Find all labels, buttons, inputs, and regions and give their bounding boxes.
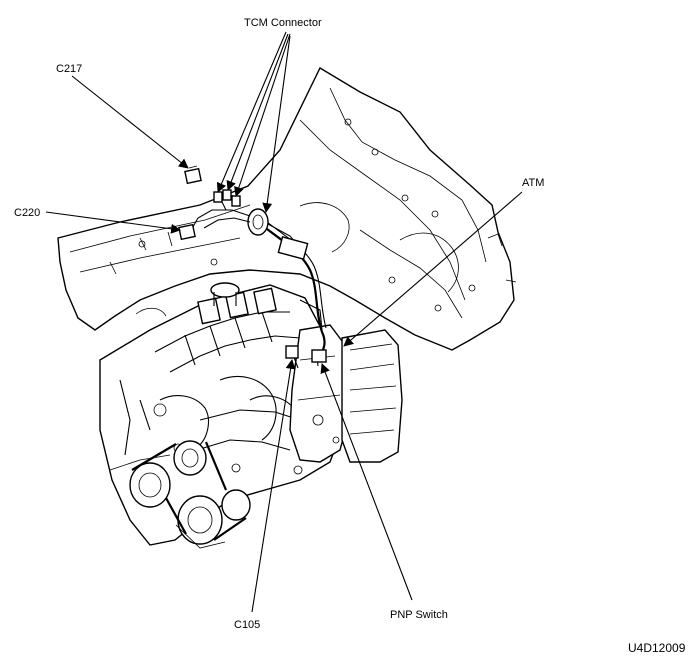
label-c105: C105 (234, 619, 260, 631)
tcm-leader-2 (226, 33, 289, 191)
c105-leader (251, 359, 296, 613)
transaxle-assembly (289, 324, 403, 463)
c217-leader (71, 75, 189, 169)
wiring-harness (189, 194, 327, 369)
pulley-belt-assembly (129, 440, 251, 549)
leader-lines (45, 31, 523, 613)
tcm-leader-4 (262, 35, 291, 213)
connector-c217 (184, 165, 202, 185)
atm-leader (343, 191, 523, 347)
pnp-switch-leader (320, 363, 413, 601)
label-c220: C220 (14, 207, 40, 219)
label-atm: ATM (522, 177, 544, 189)
tcm-leader-3 (234, 33, 291, 197)
label-pnp-switch: PNP Switch (390, 609, 448, 621)
c220-leader (45, 211, 181, 234)
firewall-panel (57, 67, 517, 351)
pnp-switch-connector (311, 349, 327, 363)
label-tcm-connector: TCM Connector (244, 17, 322, 29)
tcm-leader-1 (216, 31, 287, 193)
connector-c105 (285, 345, 299, 359)
connector-c220 (178, 223, 196, 241)
label-c217: C217 (56, 63, 82, 75)
figure-code: U4D12009 (628, 641, 686, 655)
